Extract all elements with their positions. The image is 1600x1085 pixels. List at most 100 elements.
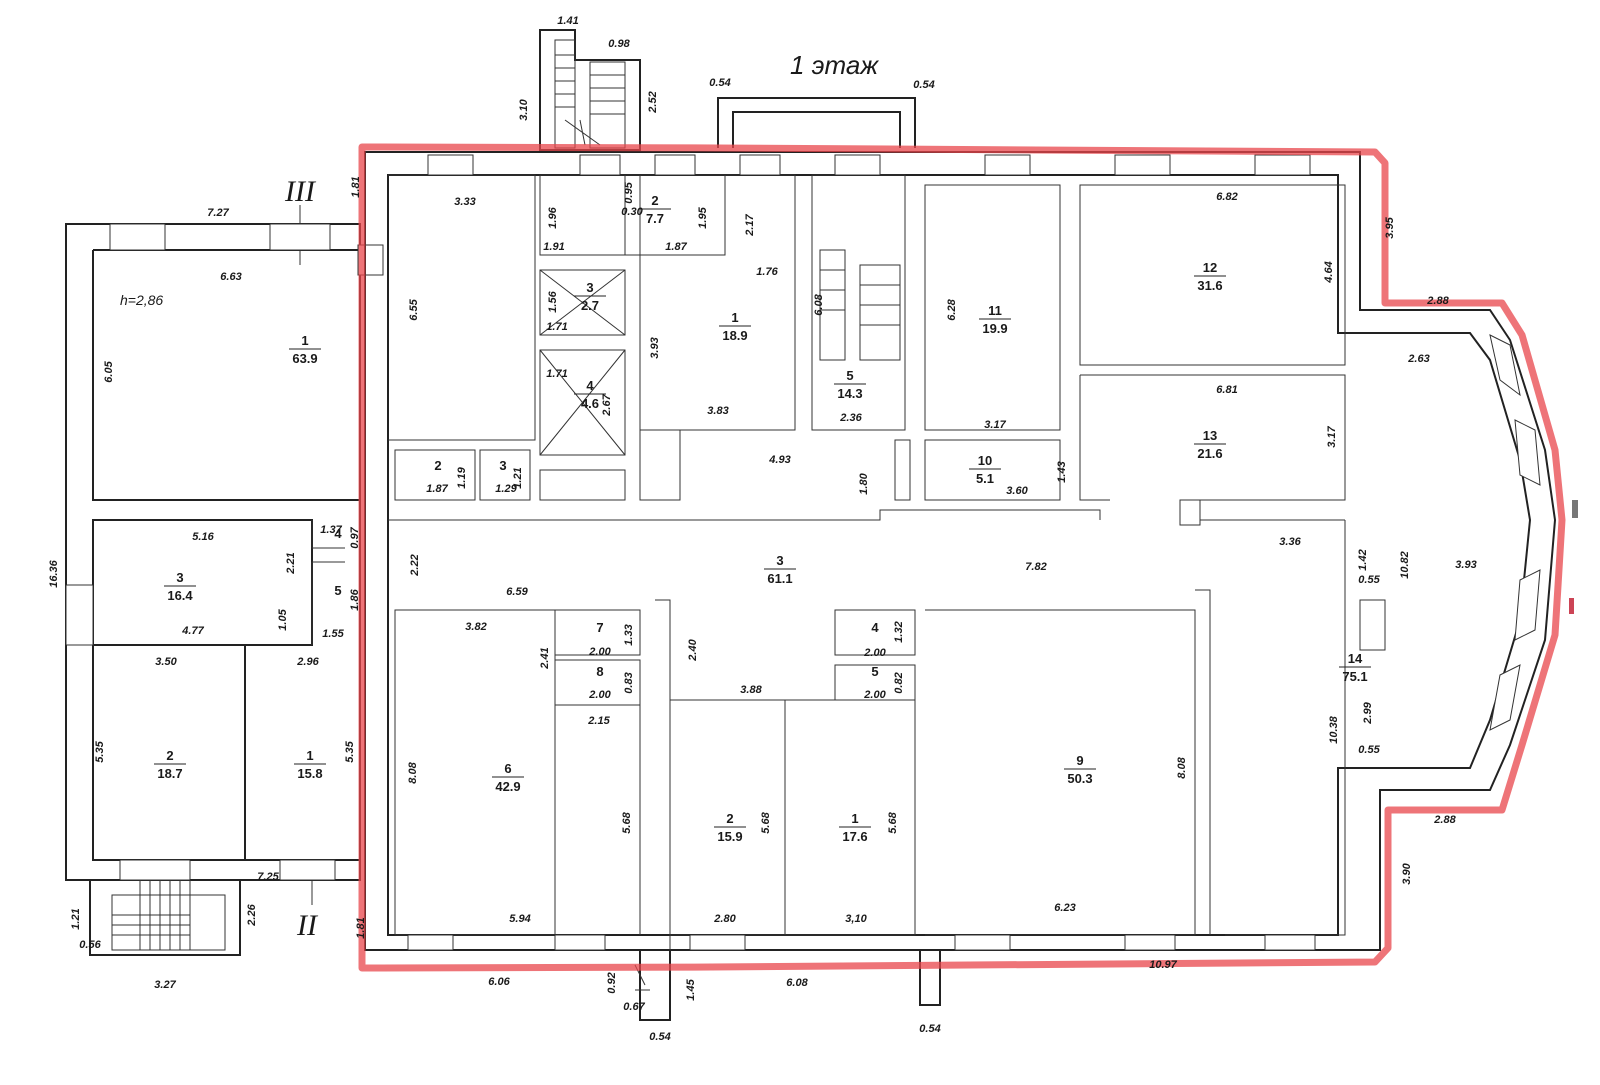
dimension-label: 0.97 xyxy=(349,526,361,548)
dimension-label: 2.00 xyxy=(588,689,611,701)
dimension-label: 0.54 xyxy=(649,1031,670,1043)
dimension-label: 5.94 xyxy=(509,913,530,925)
dimension-label: 3.88 xyxy=(740,684,762,696)
ceiling-height-note: h=2,86 xyxy=(120,292,163,308)
room-area: 42.9 xyxy=(495,779,520,794)
room-area: 50.3 xyxy=(1067,771,1092,786)
dimension-label: 6.28 xyxy=(946,298,958,320)
dimension-label: 3.60 xyxy=(1006,485,1028,497)
dimension-label: 6.08 xyxy=(786,977,808,989)
room-area: 19.9 xyxy=(982,321,1007,336)
dimension-label: 1.71 xyxy=(546,321,567,333)
room-number: 3 xyxy=(499,458,506,473)
dimension-label: 3.82 xyxy=(465,621,486,633)
dimension-label: 6.05 xyxy=(103,360,115,382)
room-number: 1 xyxy=(731,310,738,325)
dimension-label: 0.54 xyxy=(919,1023,940,1035)
dimension-label: 1.76 xyxy=(756,266,778,278)
room-number: 6 xyxy=(504,761,511,776)
dimension-label: 0.30 xyxy=(621,206,643,218)
dimension-label: 2.17 xyxy=(744,213,756,236)
stair-lower-left xyxy=(89,880,241,956)
dimension-label: 10.38 xyxy=(1328,715,1340,743)
dimension-label: 6.06 xyxy=(488,976,510,988)
dimension-label: 2.21 xyxy=(285,552,297,574)
dimension-label: 0.54 xyxy=(913,79,934,91)
left-room-number: 1 xyxy=(301,333,308,348)
room-number: 1 xyxy=(851,811,858,826)
dimension-label: 10.82 xyxy=(1399,551,1411,579)
dimension-label: 1.43 xyxy=(1056,461,1068,482)
room-area: 18.9 xyxy=(722,328,747,343)
left-room-number: 5 xyxy=(334,583,341,598)
room-number: 2 xyxy=(434,458,441,473)
dimension-label: 1.96 xyxy=(547,206,559,228)
dimension-label: 2.80 xyxy=(713,913,736,925)
dimension-label: 1.91 xyxy=(543,241,564,253)
dimension-label: 5.68 xyxy=(621,811,633,833)
dimension-label: 0.54 xyxy=(709,77,730,89)
room-number: 5 xyxy=(871,664,878,679)
room-area: 75.1 xyxy=(1342,669,1367,684)
dimension-label: 0.55 xyxy=(1358,574,1380,586)
dimension-label: 6.81 xyxy=(1216,384,1237,396)
room-number: 2 xyxy=(651,193,658,208)
room-area: 31.6 xyxy=(1197,278,1222,293)
room-number: 8 xyxy=(596,664,603,679)
room-number: 7 xyxy=(596,620,603,635)
dimension-label: 1.21 xyxy=(512,467,524,488)
room-number: 2 xyxy=(726,811,733,826)
dimension-label: 2.63 xyxy=(1407,353,1429,365)
dimension-label: 3.95 xyxy=(1384,216,1396,238)
dimension-label: 2.41 xyxy=(539,647,551,669)
dimension-label: 0.92 xyxy=(606,972,618,993)
dimension-label: 0.83 xyxy=(623,672,635,693)
dimension-label: 2.00 xyxy=(863,647,886,659)
room-number: 5 xyxy=(846,368,853,383)
left-room-number: 1 xyxy=(306,748,313,763)
room-number: 10 xyxy=(978,453,992,468)
dimension-label: 5.16 xyxy=(192,531,214,543)
dimension-label: 3.83 xyxy=(707,405,728,417)
dimension-label: 1.87 xyxy=(426,483,448,495)
dimension-label: 1.87 xyxy=(665,241,687,253)
room-number: 12 xyxy=(1203,260,1217,275)
dimension-label: 3.93 xyxy=(1455,559,1476,571)
room-number: 3 xyxy=(776,553,783,568)
dimension-label: 1.45 xyxy=(685,978,697,1000)
dimension-label: 3,10 xyxy=(845,913,867,925)
dimension-label: 4.64 xyxy=(1323,261,1335,283)
dimension-label: 3.10 xyxy=(518,98,530,120)
dimension-label: 1.55 xyxy=(322,628,344,640)
dimension-label: 1.32 xyxy=(893,621,905,642)
dimension-label: 7.25 xyxy=(257,871,279,883)
dimension-label: 0.82 xyxy=(893,672,905,693)
dimension-label: 2.67 xyxy=(601,393,613,416)
dimension-label: 6.55 xyxy=(408,298,420,320)
dimension-label: 7.82 xyxy=(1025,561,1046,573)
dimension-label: 2.15 xyxy=(587,715,610,727)
dimension-label: 7.27 xyxy=(207,207,229,219)
left-room-area: 15.8 xyxy=(297,766,322,781)
dimension-label: 1.29 xyxy=(495,483,517,495)
dimension-label: 1.42 xyxy=(1357,549,1369,570)
dimension-label: 0.98 xyxy=(608,38,630,50)
left-room-area: 16.4 xyxy=(167,588,193,603)
left-annex xyxy=(65,223,384,881)
dimension-label: 1.33 xyxy=(623,624,635,645)
dimension-label: 6.63 xyxy=(220,271,241,283)
room-area: 61.1 xyxy=(767,571,792,586)
room-number: 14 xyxy=(1348,651,1363,666)
dimension-label: 5.68 xyxy=(887,811,899,833)
dimension-label: 2.22 xyxy=(409,554,421,576)
dimension-label: 2.88 xyxy=(1426,295,1449,307)
room-number: 13 xyxy=(1203,428,1217,443)
dimension-label: 10.97 xyxy=(1149,959,1177,971)
room-number: 4 xyxy=(871,620,879,635)
dimension-label: 4.77 xyxy=(181,625,204,637)
dimension-label: 1.05 xyxy=(277,608,289,630)
dimension-label: 0.55 xyxy=(1358,744,1380,756)
room-number: 4 xyxy=(586,378,594,393)
